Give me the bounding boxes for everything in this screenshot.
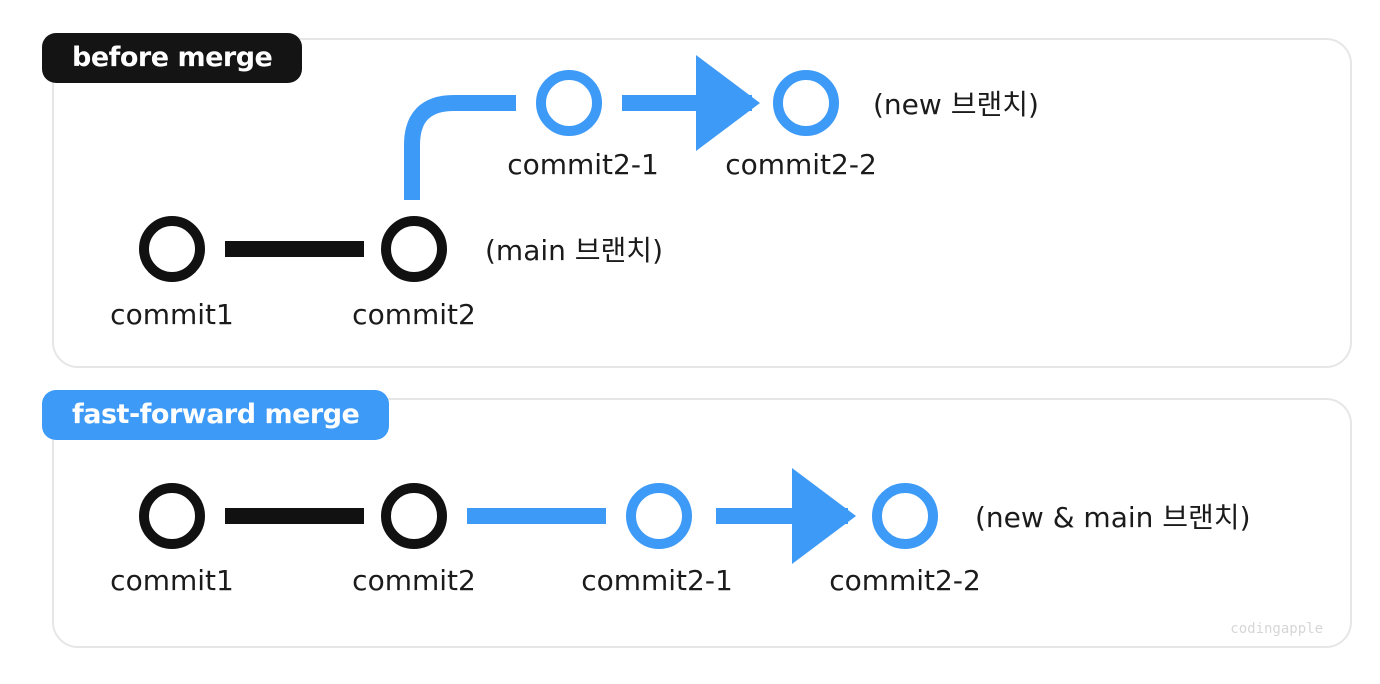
node-commit2 bbox=[381, 216, 447, 282]
ff-label-commit2-1: commit2-1 bbox=[581, 564, 733, 597]
ff-node-commit1 bbox=[139, 483, 205, 549]
ff-label-branch: (new & main 브랜치) bbox=[975, 501, 1251, 534]
label-commit2-2: commit2-2 bbox=[725, 148, 877, 181]
label-commit2-1: commit2-1 bbox=[507, 148, 659, 181]
edge-branch-curve bbox=[404, 95, 516, 200]
node-commit1 bbox=[139, 216, 205, 282]
ff-node-commit2 bbox=[381, 483, 447, 549]
ff-node-commit2-2 bbox=[872, 483, 938, 549]
label-new-branch: (new 브랜치) bbox=[873, 88, 1039, 121]
label-commit2: commit2 bbox=[352, 298, 476, 331]
watermark: codingapple bbox=[1230, 621, 1323, 637]
before-merge-title: before merge bbox=[42, 33, 303, 83]
ff-label-commit1: commit1 bbox=[110, 564, 234, 597]
ff-node-commit2-1 bbox=[626, 483, 692, 549]
ff-label-commit2: commit2 bbox=[352, 564, 476, 597]
label-main-branch: (main 브랜치) bbox=[485, 234, 663, 267]
fast-forward-title: fast-forward merge bbox=[42, 390, 390, 440]
label-commit1: commit1 bbox=[110, 298, 234, 331]
node-commit2-1 bbox=[536, 70, 602, 136]
node-commit2-2 bbox=[773, 70, 839, 136]
ff-label-commit2-2: commit2-2 bbox=[829, 564, 981, 597]
